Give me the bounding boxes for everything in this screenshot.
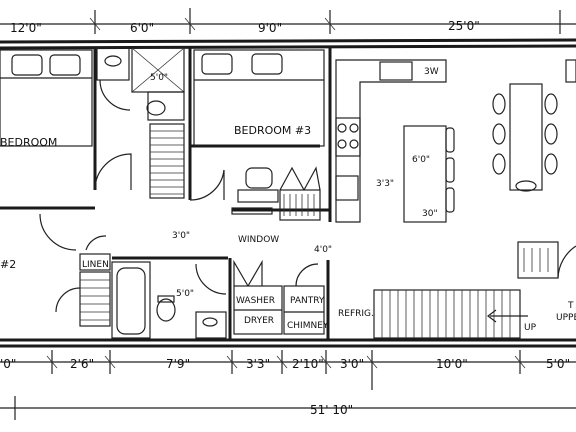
cabinet-right xyxy=(565,59,576,83)
label-pantry: PANTRY xyxy=(290,296,325,306)
window-frame xyxy=(231,207,273,215)
linen-closet xyxy=(55,235,111,327)
range-gap-dim: 3'3" xyxy=(376,179,394,189)
hall-dim: 3'0" xyxy=(172,231,190,241)
bath-dim: 5'0" xyxy=(176,289,194,299)
sink-dim: 3W xyxy=(424,67,439,77)
label-washer: WASHER xyxy=(236,296,275,306)
shower-dim: 5'0" xyxy=(150,73,168,83)
staircase xyxy=(373,241,576,339)
shower-area xyxy=(96,47,192,200)
door-swing-bedroom-2 xyxy=(39,213,77,251)
room-label-bedroom-2: #2 xyxy=(0,258,16,271)
room-label-bedroom-left: BEDROOM xyxy=(0,136,57,149)
closet-shelves-left xyxy=(149,123,185,199)
bathroom xyxy=(111,256,228,339)
kitchen-island xyxy=(403,125,455,223)
bottom-dimension-line xyxy=(0,350,576,420)
label-upper-2: UPPE xyxy=(556,313,576,323)
label-window: WINDOW xyxy=(238,235,279,245)
label-linen: LINEN xyxy=(82,260,109,270)
top-dim-1: 12'0" xyxy=(10,21,42,35)
door-swing-bedroom-left xyxy=(94,153,132,191)
label-refrig: REFRIG. xyxy=(338,309,374,319)
label-upper-1: T xyxy=(567,301,574,311)
label-dryer: DRYER xyxy=(244,316,274,326)
closet-bedroom-3 xyxy=(279,166,321,221)
exterior-walls xyxy=(0,38,576,348)
bottom-dim-total: 51' 10" xyxy=(310,403,353,417)
island-width-dim: 30" xyxy=(422,209,438,219)
top-dim-3: 9'0" xyxy=(258,21,282,35)
label-chimney: CHIMNEY xyxy=(287,321,329,331)
bottom-dim-5: 2'10" xyxy=(292,357,324,371)
bottom-dim-3: 7'9" xyxy=(166,357,190,371)
top-dimension-line xyxy=(0,8,576,34)
island-length-dim: 6'0" xyxy=(412,155,430,165)
bottom-dim-4: 3'3" xyxy=(246,357,270,371)
label-stairs-up: UP xyxy=(524,323,537,333)
bottom-dim-6: 3'0" xyxy=(340,357,364,371)
bedroom-left xyxy=(0,48,97,210)
bottom-dim-7: 10'0" xyxy=(436,357,468,371)
bottom-dim-2: 2'6" xyxy=(70,357,94,371)
top-dim-4: 25'0" xyxy=(448,19,480,33)
bottom-dim-1: '0" xyxy=(0,357,16,371)
room-label-bedroom-3: BEDROOM #3 xyxy=(234,124,311,137)
bottom-dim-8: 5'0" xyxy=(546,357,570,371)
dining-table xyxy=(492,83,558,192)
kitchen-counter xyxy=(335,59,447,223)
top-dim-2: 6'0" xyxy=(130,21,154,35)
laundry-pantry xyxy=(228,258,330,340)
wall-seg-dim: 4'0" xyxy=(314,245,332,255)
chair-icon xyxy=(237,167,279,203)
